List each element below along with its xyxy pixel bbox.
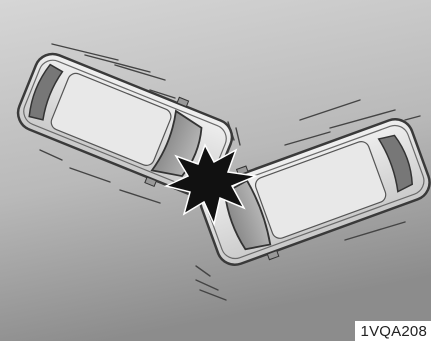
- figure-code: 1VQA208: [355, 321, 431, 341]
